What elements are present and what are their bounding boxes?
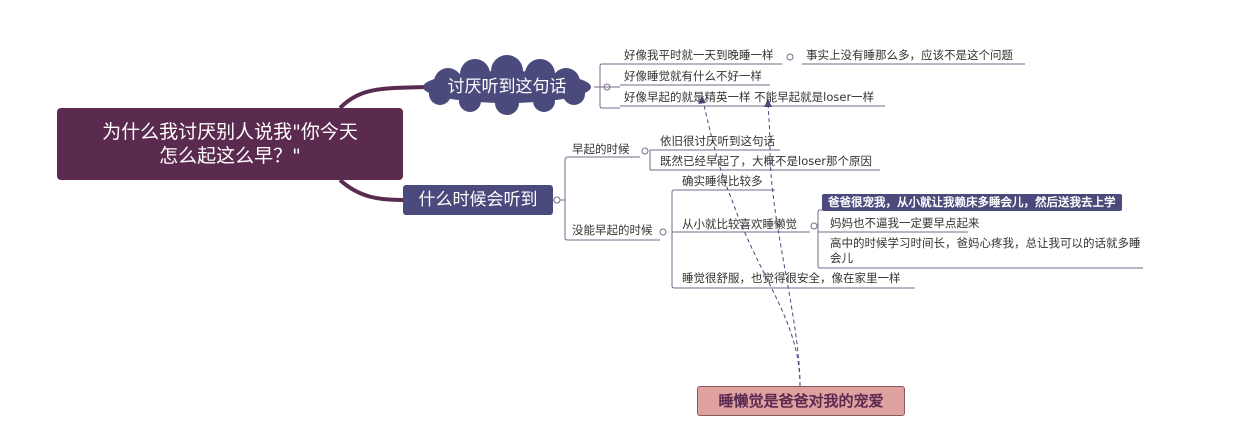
- cloud-shape: [423, 55, 591, 115]
- branch-dislike-item-2[interactable]: 好像睡觉就有什么不好一样: [624, 69, 762, 83]
- branch-dislike[interactable]: 讨厌听到这句话: [447, 77, 567, 97]
- branch-late-item-2[interactable]: 从小就比较喜欢睡懒觉: [682, 217, 797, 231]
- branch-dislike-item-1[interactable]: 好像我平时就一天到晚睡一样: [624, 48, 774, 62]
- sub-item-dad[interactable]: 爸爸很宠我，从小就让我赖床多睡会儿，然后送我去上学: [822, 194, 1122, 211]
- relation-line-2: [767, 99, 801, 387]
- branch-late-item-1[interactable]: 确实睡得比较多: [682, 174, 763, 188]
- root-connector-top: [338, 85, 426, 110]
- branch-dislike-item-1-note[interactable]: 事实上没有睡那么多，应该不是这个问题: [806, 48, 1013, 62]
- root-title-line1: 为什么我讨厌别人说我"你今天: [102, 121, 358, 143]
- sub-item-high-school[interactable]: 高中的时候学习时间长，爸妈心疼我，总让我可以的话就多睡会儿: [830, 236, 1141, 265]
- callout-box[interactable]: 睡懒觉是爸爸对我的宠爱: [697, 386, 905, 416]
- root-title-line2: 怎么起这么早？": [159, 145, 301, 167]
- relation-line-1: [701, 96, 801, 387]
- root-connector-bottom: [338, 178, 404, 202]
- branch-when-heard[interactable]: 什么时候会听到: [403, 185, 553, 215]
- branch-late-item-3[interactable]: 睡觉很舒服，也觉得很安全，像在家里一样: [682, 271, 901, 285]
- branch-dislike-item-3[interactable]: 好像早起的就是精英一样 不能早起就是loser一样: [624, 90, 875, 104]
- branch-early-item-2[interactable]: 既然已经早起了，大概不是loser那个原因: [660, 154, 873, 168]
- branch-early[interactable]: 早起的时候: [572, 142, 630, 156]
- sub-item-mom[interactable]: 妈妈也不逼我一定要早点起来: [830, 216, 980, 230]
- root-topic[interactable]: 为什么我讨厌别人说我"你今天 怎么起这么早？": [57, 108, 403, 180]
- branch-early-item-1[interactable]: 依旧很讨厌听到这句话: [660, 134, 775, 148]
- branch-late[interactable]: 没能早起的时候: [572, 223, 653, 237]
